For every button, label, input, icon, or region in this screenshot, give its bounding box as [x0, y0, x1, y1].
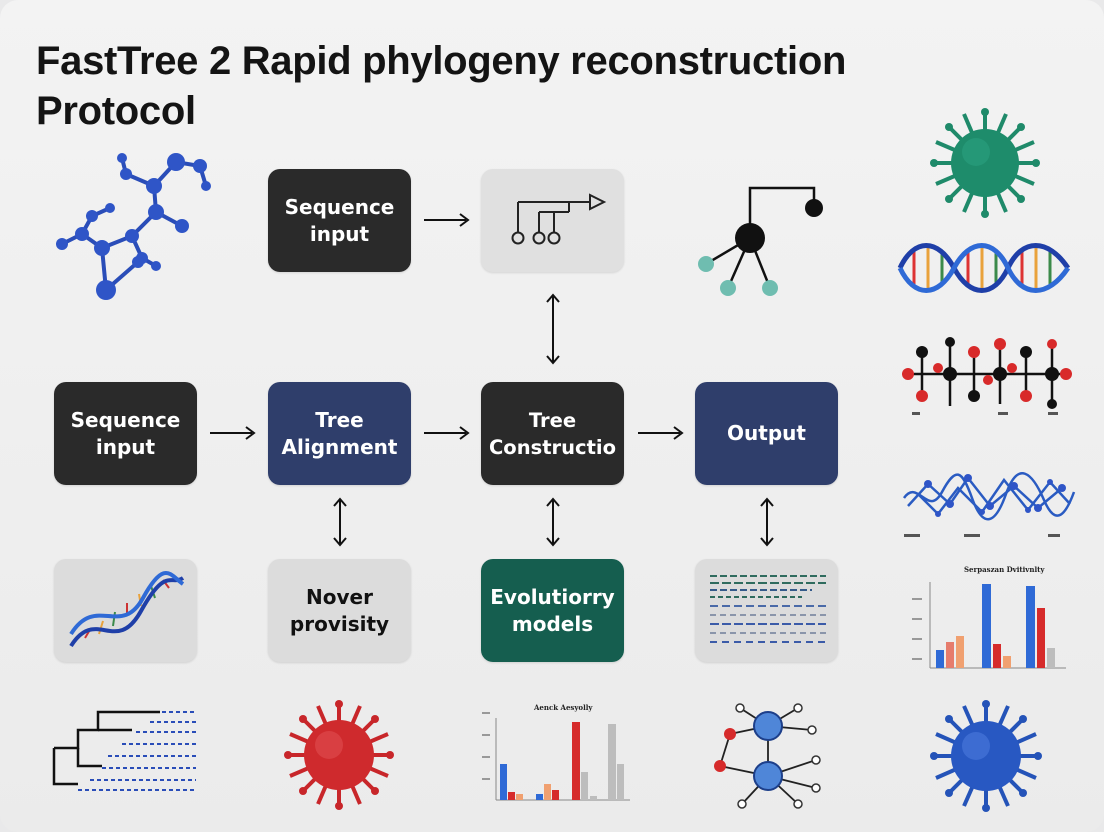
node-label: Output	[727, 421, 806, 445]
virus-green-icon	[930, 108, 1040, 218]
chart-title: Aenck Aesyolly	[533, 703, 593, 712]
arrow-right-icon	[210, 426, 256, 440]
arrow-updown-icon	[546, 497, 560, 547]
molecule-icon	[56, 153, 211, 300]
node-label: Tree	[528, 408, 577, 432]
node-label: input	[95, 434, 156, 459]
node-label: Evolutiorry	[490, 584, 615, 609]
node-alignment-box	[695, 559, 838, 662]
arrow-updown-icon	[546, 293, 560, 365]
arrow-updown-icon	[333, 497, 347, 547]
network-node-icon	[698, 186, 823, 296]
network-graph-icon	[714, 703, 821, 809]
virus-blue-icon	[930, 700, 1042, 812]
node-label: Nover	[306, 584, 373, 609]
node-output: Output	[695, 382, 838, 485]
arrow-right-icon	[424, 213, 470, 227]
virus-red-icon	[284, 700, 394, 810]
arrow-right-icon	[638, 426, 684, 440]
bar-chart-small-icon: Aenck Aesyolly	[482, 703, 630, 801]
node-label: Tree	[315, 407, 364, 432]
node-label: Constructio	[489, 435, 616, 459]
node-tree-icon-box	[481, 169, 624, 272]
node-dna-icon-box	[54, 559, 197, 662]
tree-icon	[511, 192, 606, 244]
page-title: FastTree 2 Rapid phylogeny reconstructio…	[36, 39, 847, 133]
node-label: Alignment	[281, 434, 398, 459]
node-label: provisity	[289, 611, 390, 636]
bar-chart-icon: Serpaszan Dvitivnlty	[912, 565, 1066, 669]
arrow-right-icon	[424, 426, 470, 440]
tree-alignment-icon	[52, 710, 196, 791]
protein-structure-icon	[902, 472, 1076, 537]
node-label: input	[309, 221, 370, 246]
node-label: models	[511, 611, 594, 636]
molecule-chain-icon	[902, 337, 1072, 415]
node-label: Sequence	[284, 194, 395, 219]
dna-helix-small-icon	[68, 570, 184, 647]
alignment-heatmap-icon	[709, 574, 826, 643]
node-label: Sequence	[70, 407, 181, 432]
chart-title: Serpaszan Dvitivnlty	[964, 565, 1045, 574]
arrow-updown-icon	[760, 497, 774, 547]
dna-helix-icon	[897, 243, 1071, 293]
